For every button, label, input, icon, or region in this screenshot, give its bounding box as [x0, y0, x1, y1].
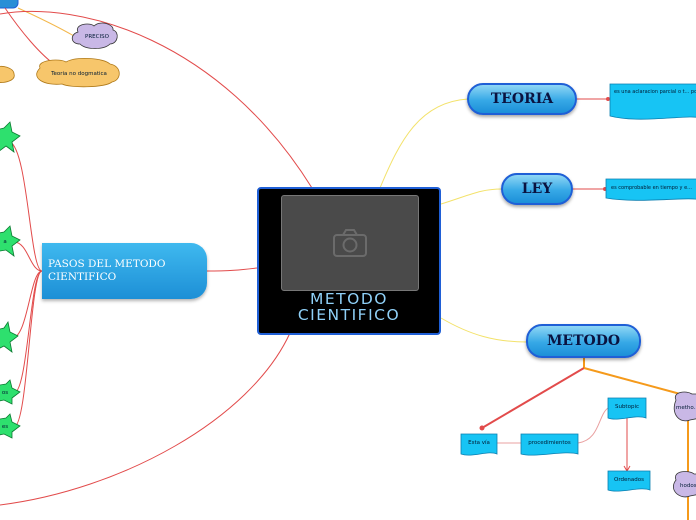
central-topic-title: METODO CIENTIFICO: [297, 290, 401, 324]
teoria-no-dogmatica-label: Teoria no dogmatica: [51, 71, 107, 77]
star-2-label-fragment: a: [3, 239, 7, 245]
cloud-left-fragment: [0, 66, 15, 83]
central-topic[interactable]: METODO CIENTIFICO: [257, 187, 441, 335]
star-4-label-fragment: os: [1, 390, 9, 396]
preciso-label: PRECISO: [85, 34, 109, 40]
procedimientos-label: procedimientos: [528, 440, 571, 446]
cloud-hodos[interactable]: [673, 471, 696, 498]
camera-icon: [333, 229, 367, 257]
branch-pasos[interactable]: PASOS DEL METODO CIENTIFICO: [42, 243, 207, 299]
star-node-2[interactable]: [0, 225, 21, 257]
cloud-preciso[interactable]: [71, 22, 118, 49]
cloud-methodos[interactable]: [673, 391, 696, 422]
teoria-note-text: es una aclaracion parcial o t... por med…: [614, 89, 696, 95]
branch-teoria-label: TEORIA: [490, 91, 554, 107]
star-node-3[interactable]: [0, 320, 19, 353]
doc-shape-subtopic[interactable]: [607, 397, 647, 420]
hodos-label: hodos: [680, 483, 696, 489]
branch-ley[interactable]: LEY: [501, 173, 573, 205]
star-node-5[interactable]: [0, 413, 21, 439]
doc-shape-esta-via[interactable]: [460, 433, 498, 456]
subtopic-label: Subtopic: [614, 404, 640, 410]
doc-shape-procedimientos[interactable]: [520, 433, 579, 456]
star-5-label-fragment: es: [1, 424, 9, 430]
cloud-teoria-no-dogmatica[interactable]: [36, 58, 120, 88]
star-node-4[interactable]: [0, 379, 21, 405]
topleft-node-fragment: [0, 0, 19, 9]
star-node-1[interactable]: [0, 121, 21, 153]
image-placeholder: [281, 195, 419, 291]
methodos-label: metho...: [676, 405, 696, 411]
esta-via-label: Esta vía: [468, 440, 490, 446]
doc-shape-ley-note[interactable]: [605, 178, 696, 201]
branch-ley-label: LEY: [521, 181, 553, 197]
ordenados-label: Ordenados: [614, 477, 644, 483]
ley-note-text: es comprobable en tiempo y e...: [611, 185, 692, 191]
doc-shape-teoria-note[interactable]: [609, 83, 696, 120]
branch-metodo-label: METODO: [546, 333, 621, 349]
branch-metodo[interactable]: METODO: [526, 324, 641, 358]
branch-pasos-label: PASOS DEL METODO CIENTIFICO: [48, 258, 166, 283]
doc-shape-ordenados[interactable]: [607, 470, 651, 492]
branch-teoria[interactable]: TEORIA: [467, 83, 577, 115]
